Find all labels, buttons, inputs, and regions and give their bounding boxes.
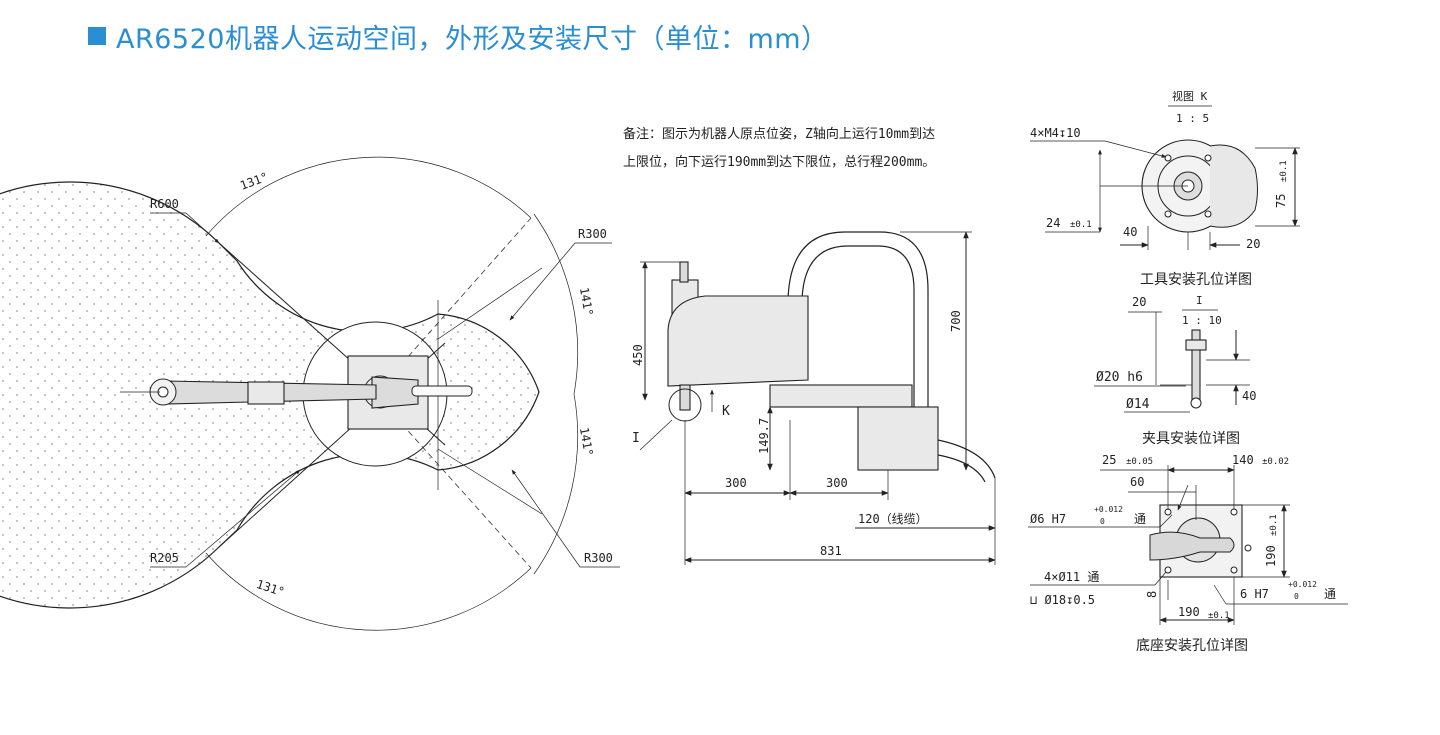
dim-149-7: 149.7 — [757, 418, 771, 454]
dim-40-fixture: 40 — [1242, 389, 1256, 403]
header-square-icon — [88, 27, 106, 45]
r300-bottom-label: R300 — [584, 551, 613, 565]
side-arm-1 — [667, 295, 809, 387]
view-i-title: I — [1196, 294, 1203, 307]
view-k-scale: 1 : 5 — [1176, 112, 1209, 125]
side-arm-2 — [769, 384, 913, 408]
dim-140: 140 — [1232, 453, 1254, 467]
dim-8: 8 — [1145, 591, 1159, 598]
tol-190-h: ±0.1 — [1208, 611, 1230, 621]
dim-phi14: Ø14 — [1126, 397, 1150, 412]
tol-140: ±0.02 — [1262, 457, 1289, 467]
note-line-1: 备注：图示为机器人原点位姿，Z轴向上运行10mm到达 — [623, 126, 935, 142]
dim-190-v: 190 — [1264, 545, 1278, 567]
tool-detail: 视图 K 1 : 5 4×M4↧10 24 ±0.1 40 20 75 ±0.1… — [1030, 89, 1300, 288]
cable-arch — [787, 231, 929, 420]
tol-phi6-bot-low: 0 — [1294, 592, 1299, 601]
dim-75: 75 — [1274, 194, 1288, 208]
side-view: 备注：图示为机器人原点位姿，Z轴向上运行10mm到达 上限位，向下运行190mm… — [623, 126, 996, 565]
view-i-scale: 1 : 10 — [1182, 314, 1222, 327]
angle-bottom-label: 131° — [255, 577, 287, 599]
dim-24: 24 — [1046, 216, 1060, 230]
view-k-title: 视图 K — [1172, 89, 1208, 103]
tool-caption: 工具安装孔位详图 — [1140, 272, 1252, 288]
tol-phi6-top-up: +0.012 — [1094, 505, 1123, 514]
dim-25: 25 — [1102, 453, 1116, 467]
dim-20-tool: 20 — [1246, 237, 1260, 251]
phi6-top: Ø6 H7 — [1030, 512, 1066, 526]
dim-60: 60 — [1130, 475, 1144, 489]
base-detail: 25 ±0.05 140 ±0.02 60 Ø6 H7 +0.012 0 通 1… — [1028, 453, 1348, 654]
dim-40-tool: 40 — [1123, 225, 1137, 239]
r300-top-label: R300 — [578, 227, 607, 241]
thru-top: 通 — [1134, 512, 1146, 526]
fixture-caption: 夹具安装位详图 — [1142, 431, 1240, 447]
angle-right-bottom-label: 141° — [577, 426, 596, 457]
r600-label: R600 — [150, 197, 179, 211]
page-title: AR6520机器人运动空间，外形及安装尺寸（单位：mm） — [116, 23, 829, 55]
thru-bottom: 通 — [1324, 587, 1336, 601]
holes-11: 4×Ø11 通 — [1044, 570, 1099, 584]
dim-300-a: 300 — [725, 476, 747, 490]
holes-m4: 4×M4↧10 — [1030, 126, 1081, 140]
section-header: AR6520机器人运动空间，外形及安装尺寸（单位：mm） — [88, 18, 829, 55]
dim-190-h: 190 — [1178, 605, 1200, 619]
tol-190-v: ±0.1 — [1269, 514, 1279, 536]
fixture-detail: 20 I 1 : 10 Ø20 h6 Ø14 40 夹具安装位详图 — [1094, 294, 1256, 447]
note-line-2: 上限位，向下运行190mm到达下限位，总行程200mm。 — [623, 154, 935, 170]
tol-75: ±0.1 — [1279, 160, 1289, 182]
phi6-bottom: 6 H7 — [1240, 587, 1269, 601]
label-i: I — [632, 431, 640, 446]
dim-120-cable: 120（线缆） — [858, 512, 928, 526]
tol-25: ±0.05 — [1126, 457, 1153, 467]
label-k: K — [722, 404, 730, 419]
dim-700: 700 — [949, 310, 963, 332]
side-base — [857, 406, 939, 471]
angle-right-top-label: 141° — [577, 286, 596, 317]
robot-arm-1 — [371, 376, 419, 409]
dim-20-fixture: 20 — [1132, 295, 1146, 309]
dim-450: 450 — [631, 344, 645, 366]
base-caption: 底座安装孔位详图 — [1136, 638, 1248, 654]
dim-phi20: Ø20 h6 — [1096, 370, 1143, 385]
tol-24: ±0.1 — [1070, 220, 1092, 230]
dim-300-b: 300 — [826, 476, 848, 490]
dim-831: 831 — [820, 544, 842, 558]
angle-top-label: 131° — [238, 170, 270, 193]
counterbore: ⊔ Ø18↧0.5 — [1030, 593, 1095, 607]
workspace-top-view: R600 R300 R205 R300 131° 131° 141° 141° — [0, 156, 620, 631]
tol-phi6-bot-up: +0.012 — [1288, 580, 1317, 589]
r205-label: R205 — [150, 551, 179, 565]
tol-phi6-top-low: 0 — [1100, 517, 1105, 526]
